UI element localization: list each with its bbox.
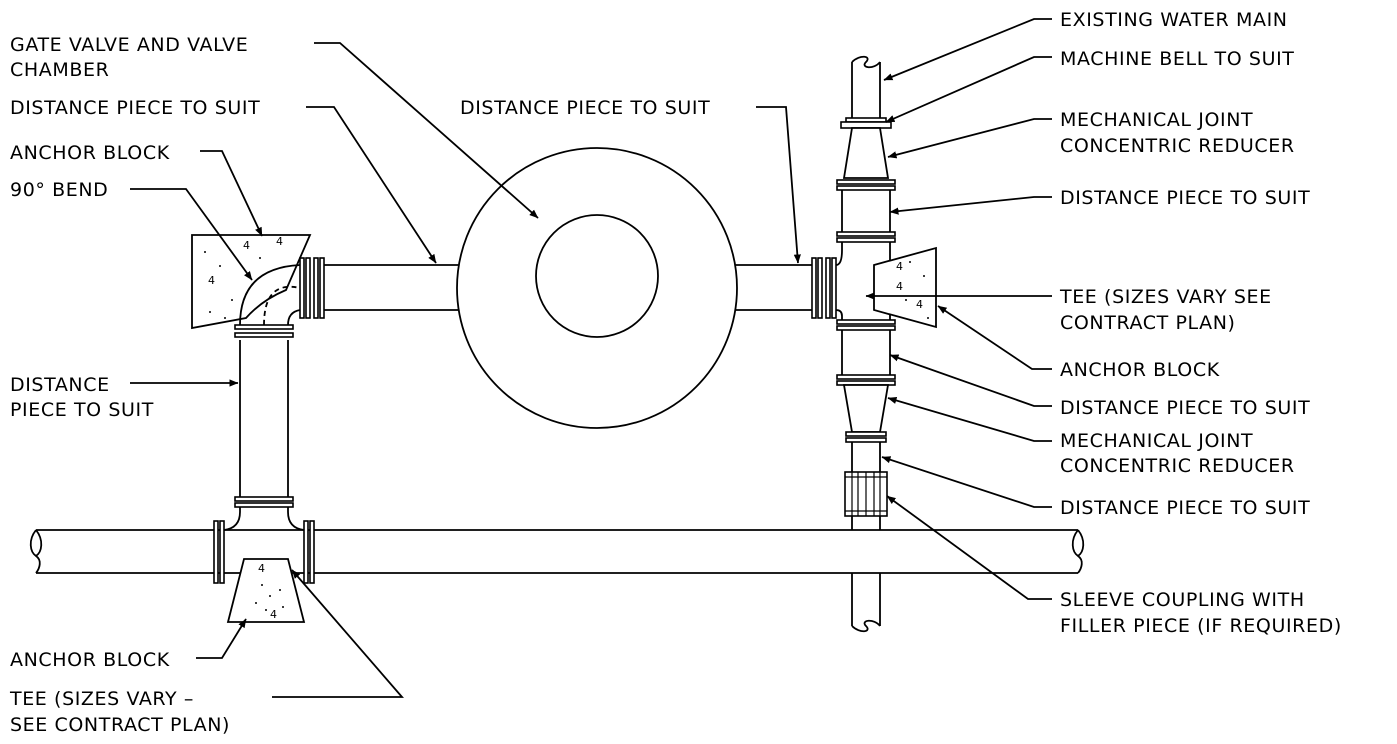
label-gate-valve-2: CHAMBER bbox=[10, 59, 109, 81]
label-mj-reducer-top-1: MECHANICAL JOINT bbox=[1060, 109, 1253, 131]
label-tee-right-1: TEE (SIZES VARY SEE bbox=[1059, 286, 1272, 308]
label-distance-left-1: DISTANCE bbox=[10, 374, 110, 396]
right-vertical-assembly bbox=[835, 55, 896, 633]
label-machine-bell: MACHINE BELL TO SUIT bbox=[1060, 48, 1295, 70]
label-mj-reducer-bottom-2: CONCENTRIC REDUCER bbox=[1060, 455, 1295, 477]
label-anchor-block-left: ANCHOR BLOCK bbox=[10, 142, 170, 164]
anchor-block-right: 4 4 4 bbox=[873, 246, 937, 329]
anchor-block-bottom: 4 4 bbox=[226, 558, 306, 623]
anchor-block-left: 4 4 4 bbox=[191, 234, 312, 330]
left-vertical-pipe bbox=[234, 324, 294, 512]
svg-text:4: 4 bbox=[896, 260, 903, 273]
valve-chamber bbox=[456, 147, 738, 429]
label-bend-90: 90° BEND bbox=[10, 179, 108, 201]
label-tee-bottom-1: TEE (SIZES VARY – bbox=[9, 688, 194, 710]
label-distance-right-1: DISTANCE PIECE TO SUIT bbox=[1060, 187, 1310, 209]
label-tee-right-2: CONTRACT PLAN) bbox=[1060, 312, 1236, 334]
svg-text:4: 4 bbox=[896, 280, 903, 293]
svg-text:4: 4 bbox=[916, 298, 923, 311]
svg-text:4: 4 bbox=[270, 608, 277, 621]
label-distance-right-3: DISTANCE PIECE TO SUIT bbox=[1060, 497, 1310, 519]
label-distance-left-2: PIECE TO SUIT bbox=[10, 399, 154, 421]
bend-90 bbox=[239, 257, 325, 326]
svg-text:4: 4 bbox=[208, 274, 215, 287]
svg-text:4: 4 bbox=[243, 239, 250, 252]
labels: GATE VALVE AND VALVE CHAMBER DISTANCE PI… bbox=[9, 9, 1342, 736]
label-existing-main: EXISTING WATER MAIN bbox=[1060, 9, 1288, 31]
svg-text:4: 4 bbox=[276, 235, 283, 248]
label-sleeve-1: SLEEVE COUPLING WITH bbox=[1060, 589, 1305, 611]
label-tee-bottom-2: SEE CONTRACT PLAN) bbox=[10, 714, 230, 736]
label-sleeve-2: FILLER PIECE (IF REQUIRED) bbox=[1060, 615, 1342, 637]
label-distance-left-top: DISTANCE PIECE TO SUIT bbox=[10, 97, 260, 119]
svg-text:4: 4 bbox=[258, 562, 265, 575]
label-distance-right-2: DISTANCE PIECE TO SUIT bbox=[1060, 397, 1310, 419]
label-anchor-block-bottom: ANCHOR BLOCK bbox=[10, 649, 170, 671]
leader-lines bbox=[130, 18, 1052, 698]
left-tee-flanges bbox=[213, 511, 315, 584]
label-mj-reducer-top-2: CONCENTRIC REDUCER bbox=[1060, 135, 1295, 157]
label-gate-valve-1: GATE VALVE AND VALVE bbox=[10, 34, 248, 56]
main-horizontal-pipe bbox=[29, 529, 1085, 574]
label-distance-center: DISTANCE PIECE TO SUIT bbox=[460, 97, 710, 119]
branch-pipe bbox=[324, 257, 837, 319]
label-mj-reducer-bottom-1: MECHANICAL JOINT bbox=[1060, 430, 1253, 452]
label-anchor-block-right: ANCHOR BLOCK bbox=[1060, 359, 1220, 381]
